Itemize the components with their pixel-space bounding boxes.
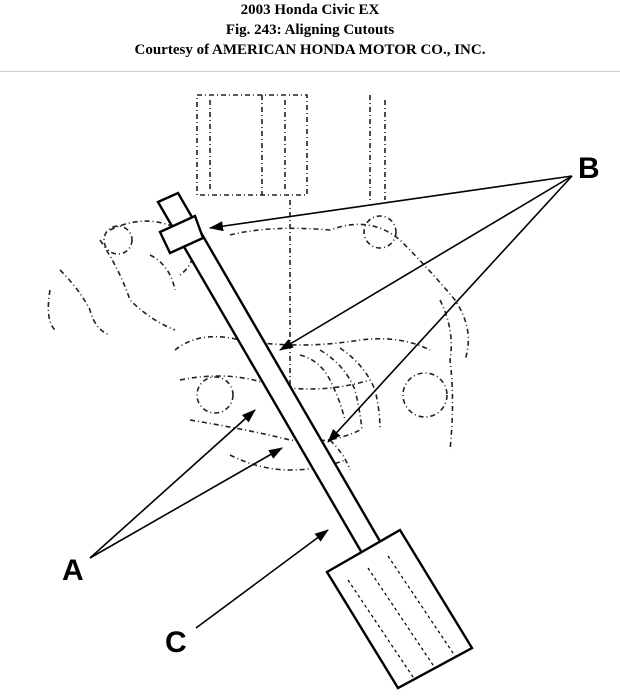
callout-c: C bbox=[165, 626, 187, 659]
engine-contour bbox=[189, 419, 361, 443]
caption-header: 2003 Honda Civic EX Fig. 243: Aligning C… bbox=[0, 0, 620, 72]
engine-contour bbox=[174, 335, 431, 351]
tool-handle bbox=[325, 528, 474, 690]
tool-shaft bbox=[156, 191, 387, 562]
engine-contour bbox=[229, 223, 470, 361]
courtesy-line: Courtesy of AMERICAN HONDA MOTOR CO., IN… bbox=[134, 42, 486, 58]
arrow-a-lower bbox=[89, 447, 283, 559]
cam-sprocket-contour bbox=[339, 347, 381, 431]
figure-title: Fig. 243: Aligning Cutouts bbox=[225, 22, 395, 38]
arrow-a-upper bbox=[89, 409, 256, 559]
upper-housing-outline bbox=[196, 94, 308, 196]
arrow-b-to-tip bbox=[209, 175, 573, 232]
tool-tip-cutout bbox=[158, 214, 205, 255]
bolt-circle bbox=[196, 376, 234, 414]
engine-contour bbox=[47, 289, 56, 331]
cam-sprocket-contour bbox=[299, 354, 346, 421]
engine-contour bbox=[439, 299, 454, 451]
engine-contour bbox=[59, 269, 111, 336]
arrow-b-to-cutout bbox=[279, 175, 573, 351]
bolt-circle bbox=[363, 215, 397, 249]
arrow-b-to-lower-cutout bbox=[327, 175, 573, 443]
bolt-circle bbox=[103, 225, 133, 255]
bolt-circle bbox=[402, 372, 448, 418]
cam-sprocket-contour bbox=[319, 349, 363, 431]
arrow-c bbox=[195, 529, 329, 629]
alignment-tool bbox=[156, 191, 474, 690]
engine-contour bbox=[229, 454, 346, 471]
handle-grip-line bbox=[387, 555, 456, 657]
handle-grip-line bbox=[367, 567, 436, 669]
aligning-cutouts-diagram: B A C bbox=[47, 94, 600, 690]
vehicle-title: 2003 Honda Civic EX bbox=[240, 2, 380, 18]
engine-contour bbox=[149, 254, 176, 291]
engine-contour bbox=[99, 239, 176, 331]
callout-b: B bbox=[578, 152, 600, 185]
callout-a: A bbox=[62, 554, 84, 587]
leader-arrows bbox=[89, 175, 573, 629]
handle-grip-line bbox=[347, 579, 416, 681]
header-divider bbox=[0, 71, 620, 72]
engine-background-sketch bbox=[47, 94, 470, 471]
